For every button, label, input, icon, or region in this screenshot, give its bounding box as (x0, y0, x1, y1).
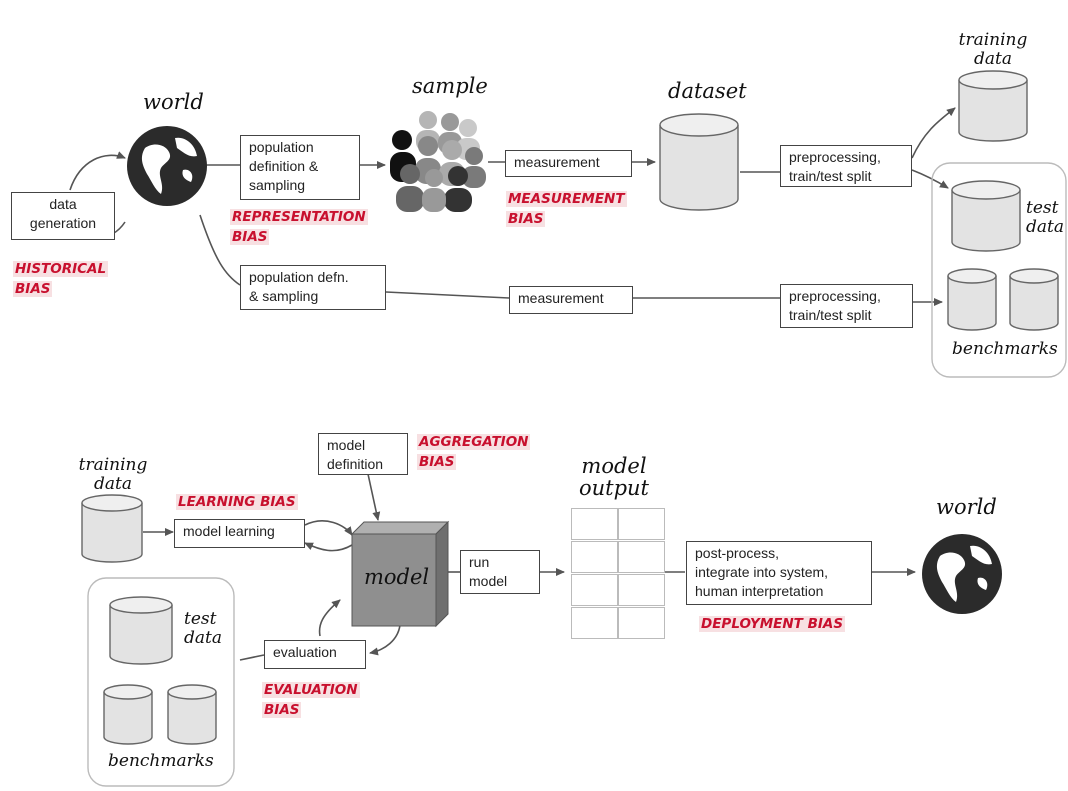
model-output-cell (571, 508, 618, 540)
globe-icon (127, 126, 207, 206)
test-data-label-top: test data (1026, 198, 1064, 237)
benchmark-database-icon (1009, 268, 1059, 331)
model-output-cell (618, 574, 665, 606)
benchmark-database-icon (947, 268, 997, 331)
model-output-cell (618, 541, 665, 573)
post-process-box: post-process, integrate into system, hum… (686, 541, 872, 605)
world-label-top: world (143, 90, 204, 114)
learning-bias-label: LEARNING BIAS (176, 494, 298, 510)
population-defn-box: population defn. & sampling (240, 265, 386, 310)
model-cube-icon (350, 520, 450, 628)
evaluation-bias-label: EVALUATION BIAS (262, 682, 360, 718)
aggregation-bias-label: AGGREGATION BIAS (417, 434, 531, 470)
test-data-database-icon (109, 596, 173, 665)
dataset-database-icon (659, 113, 739, 211)
deployment-bias-label: DEPLOYMENT BIAS (699, 616, 846, 632)
model-output-cell (618, 508, 665, 540)
test-data-database-icon (951, 180, 1021, 252)
benchmarks-label-top: benchmarks (952, 339, 1058, 359)
benchmark-database-icon (103, 684, 153, 745)
dataset-label: dataset (668, 79, 747, 103)
training-data-label-bottom: training data (78, 455, 148, 494)
run-model-box: run model (460, 550, 540, 594)
representation-bias-label: REPRESENTATION BIAS (230, 209, 368, 245)
data-generation-box: data generation (11, 192, 115, 240)
training-data-database-icon (81, 494, 143, 563)
test-data-label-bottom: test data (184, 609, 222, 648)
preprocessing-box-2: preprocessing, train/test split (780, 284, 913, 328)
evaluation-box: evaluation (264, 640, 366, 669)
model-output-cell (571, 574, 618, 606)
historical-bias-label: HISTORICAL BIAS (13, 261, 109, 297)
model-output-cell (618, 607, 665, 639)
model-output-label: model output (578, 454, 649, 500)
model-output-cell (571, 607, 618, 639)
benchmarks-label-bottom: benchmarks (108, 751, 214, 771)
measurement-bias-label: MEASUREMENT BIAS (506, 191, 627, 227)
model-label: model (364, 565, 430, 589)
people-sample-icon (390, 111, 486, 212)
model-definition-box: model definition (318, 433, 408, 475)
measurement-box-2: measurement (509, 286, 633, 314)
population-definition-box: population definition & sampling (240, 135, 360, 200)
sample-label: sample (412, 74, 488, 98)
training-data-label-top: training data (958, 30, 1028, 69)
training-data-database-icon (958, 70, 1028, 142)
model-learning-box: model learning (174, 519, 305, 548)
globe-icon (922, 534, 1002, 614)
model-output-cell (571, 541, 618, 573)
benchmark-database-icon (167, 684, 217, 745)
world-label-bottom: world (936, 495, 997, 519)
preprocessing-box-1: preprocessing, train/test split (780, 145, 912, 187)
measurement-box-1: measurement (505, 150, 632, 177)
